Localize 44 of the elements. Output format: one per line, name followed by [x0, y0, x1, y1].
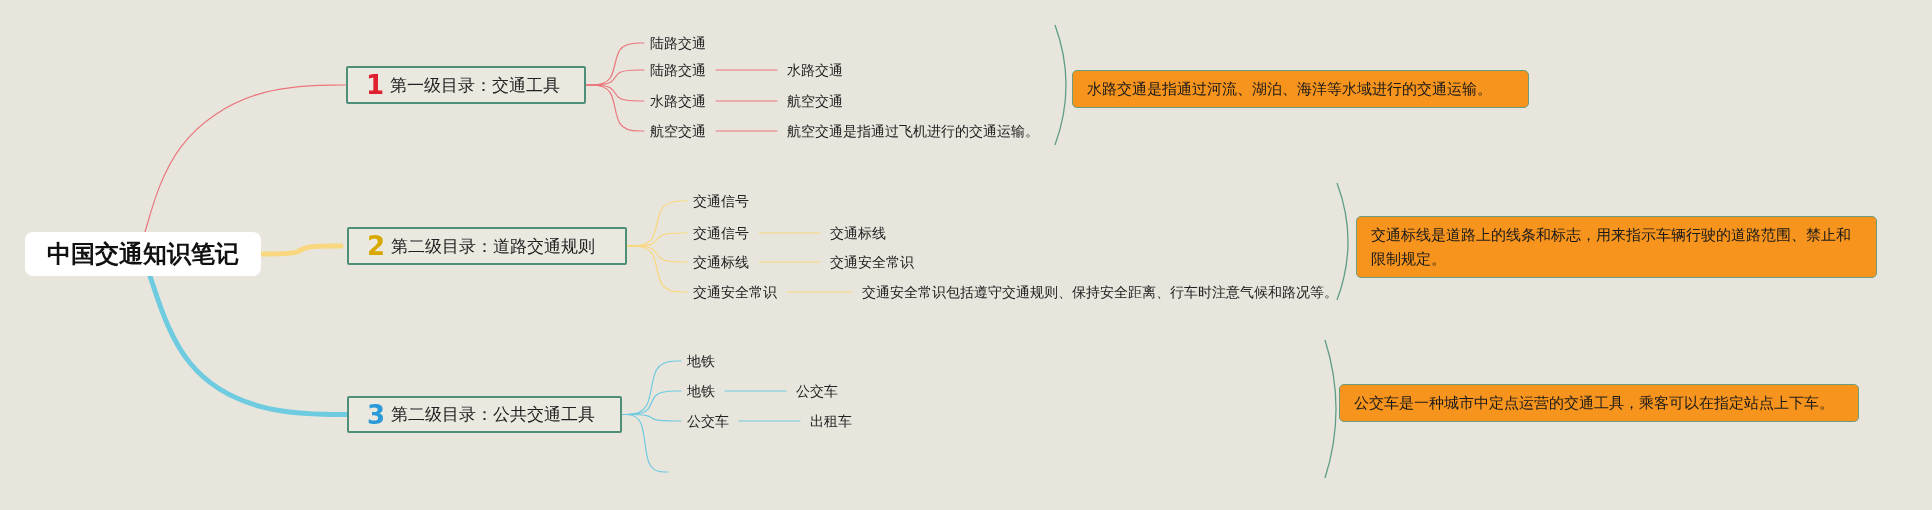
- topic-title: 第一级目录：交通工具: [390, 73, 561, 97]
- subtopic: 出租车: [810, 412, 852, 430]
- subtopic: 交通信号: [693, 224, 749, 242]
- subtopic: 地铁: [687, 382, 715, 400]
- topic-box: [347, 227, 627, 265]
- connector-line: [715, 130, 778, 132]
- subtopic: 交通标线: [693, 253, 749, 271]
- topic-number: 3: [367, 401, 386, 428]
- connector-line: [724, 390, 787, 392]
- topic-number: 1: [366, 72, 385, 98]
- subtopic: 航空交通: [650, 122, 706, 140]
- summary-note: 公交车是一种城市中定点运营的交通工具，乘客可以在指定站点上下车。: [1339, 384, 1859, 422]
- connector-line: [758, 261, 821, 263]
- topic-box: [347, 396, 622, 433]
- central-topic-text: 中国交通知识笔记: [47, 239, 239, 270]
- connector-line: [144, 84, 347, 233]
- subtopic: 交通标线: [830, 224, 886, 242]
- subtopic: 水路交通: [650, 92, 706, 110]
- subtopic: 航空交通是指通过飞机进行的交通运输。: [787, 122, 1039, 140]
- subtopic: 地铁: [687, 352, 715, 370]
- connector-line: [786, 291, 853, 293]
- subtopic: 陆路交通: [650, 61, 706, 79]
- topic-number: 2: [367, 233, 386, 259]
- subtopic: 公交车: [687, 412, 729, 430]
- subtopic: 公交车: [796, 382, 838, 400]
- subtopic: 交通安全常识: [693, 283, 777, 301]
- subtopic: 交通安全常识: [830, 253, 914, 271]
- summary-note: 交通标线是道路上的线条和标志，用来指示车辆行驶的道路范围、禁止和限制规定。: [1356, 216, 1877, 278]
- subtopic: 交通信号: [693, 192, 749, 210]
- connector-line: [715, 100, 778, 102]
- topic-title: 第二级目录：道路交通规则: [391, 234, 596, 258]
- connector-line: [715, 69, 778, 71]
- summary-note: 水路交通是指通过河流、湖泊、海洋等水域进行的交通运输。: [1072, 70, 1529, 108]
- connector-line: [758, 232, 821, 234]
- connector-line: [738, 420, 801, 422]
- topic-title: 第二级目录：公共交通工具: [391, 403, 596, 426]
- connector-line: [626, 245, 688, 293]
- topic-box: [346, 66, 586, 104]
- connector-line: [585, 84, 645, 132]
- subtopic: 水路交通: [787, 61, 843, 79]
- central-topic: [25, 232, 261, 276]
- subtopic: 航空交通: [787, 92, 843, 110]
- subtopic: 交通安全常识包括遵守交通规则、保持安全距离、行车时注意气候和路况等。: [862, 283, 1338, 301]
- subtopic: 陆路交通: [650, 34, 706, 52]
